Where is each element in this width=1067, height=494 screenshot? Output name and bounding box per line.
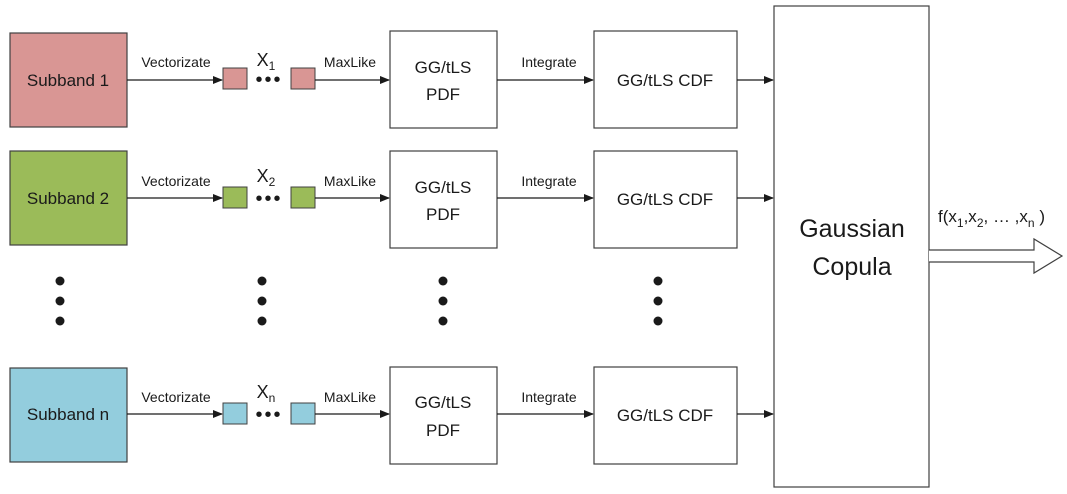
output-joint-density-label: f(x1,x2, … ,xn ) bbox=[938, 207, 1045, 230]
vector-element-2b bbox=[290, 186, 316, 209]
vector-element-na bbox=[222, 402, 248, 425]
vector-element-1a bbox=[222, 67, 248, 90]
pdf-box-1-line1: GG/tLS bbox=[415, 58, 472, 77]
vector-element-2a bbox=[222, 186, 248, 209]
cdf-box-n[interactable] bbox=[593, 366, 738, 465]
gaussian-copula-box[interactable] bbox=[773, 5, 930, 488]
cdf-box-2-label: GG/tLS CDF bbox=[617, 190, 713, 209]
row-subband-n: Subband n Vectorizate ••• Xn MaxLike GG/… bbox=[9, 366, 774, 465]
gaussian-copula-line1: Gaussian bbox=[799, 215, 905, 243]
vectorize-label-n: Vectorizate bbox=[141, 389, 210, 405]
variable-label-2: X2 bbox=[257, 166, 276, 189]
vertical-ellipsis-subband bbox=[55, 276, 65, 326]
pdf-box-2-line2: PDF bbox=[426, 205, 460, 224]
cdf-box-1-label: GG/tLS CDF bbox=[617, 71, 713, 90]
ellipsis-dots-2: ••• bbox=[255, 188, 282, 210]
vectorize-label-2: Vectorizate bbox=[141, 173, 210, 189]
variable-label-1: X1 bbox=[257, 50, 276, 73]
vectorize-label-1: Vectorizate bbox=[141, 54, 210, 70]
subband-n-label: Subband n bbox=[27, 405, 109, 424]
gaussian-copula-block: Gaussian Copula bbox=[773, 5, 930, 488]
output-block: f(x1,x2, … ,xn ) bbox=[929, 207, 1064, 275]
pdf-box-n-line1: GG/tLS bbox=[415, 393, 472, 412]
pdf-box-n[interactable] bbox=[389, 366, 498, 465]
row-subband-1: Subband 1 Vectorizate ••• X1 MaxLike GG/… bbox=[9, 30, 774, 129]
subband-2-label: Subband 2 bbox=[27, 189, 109, 208]
row-subband-2: Subband 2 Vectorizate ••• X2 MaxLike GG/… bbox=[9, 150, 774, 249]
output-hollow-arrow bbox=[929, 237, 1064, 275]
vector-element-1b bbox=[290, 67, 316, 90]
subband-n-box[interactable] bbox=[9, 367, 128, 463]
variable-label-n: Xn bbox=[257, 382, 276, 405]
maxlike-label-2: MaxLike bbox=[324, 173, 376, 189]
maxlike-label-n: MaxLike bbox=[324, 389, 376, 405]
pdf-box-2-line1: GG/tLS bbox=[415, 178, 472, 197]
vertical-ellipsis-cdf bbox=[653, 276, 663, 326]
pdf-box-1[interactable] bbox=[389, 30, 498, 129]
integrate-label-2: Integrate bbox=[521, 173, 576, 189]
integrate-label-n: Integrate bbox=[521, 389, 576, 405]
subband-2-box[interactable] bbox=[9, 150, 128, 246]
vector-element-nb bbox=[290, 402, 316, 425]
subband-1-label: Subband 1 bbox=[27, 71, 109, 90]
integrate-label-1: Integrate bbox=[521, 54, 576, 70]
vertical-ellipsis-vector bbox=[257, 276, 267, 326]
pdf-box-n-line2: PDF bbox=[426, 421, 460, 440]
ellipsis-dots-1: ••• bbox=[255, 69, 282, 91]
gaussian-copula-line2: Copula bbox=[812, 253, 891, 281]
pdf-box-1-line2: PDF bbox=[426, 85, 460, 104]
ellipsis-dots-n: ••• bbox=[255, 404, 282, 426]
vertical-ellipsis-pdf bbox=[438, 276, 448, 326]
subband-1-box[interactable] bbox=[9, 32, 128, 128]
cdf-box-2[interactable] bbox=[593, 150, 738, 249]
pdf-box-2[interactable] bbox=[389, 150, 498, 249]
maxlike-label-1: MaxLike bbox=[324, 54, 376, 70]
cdf-box-n-label: GG/tLS CDF bbox=[617, 406, 713, 425]
